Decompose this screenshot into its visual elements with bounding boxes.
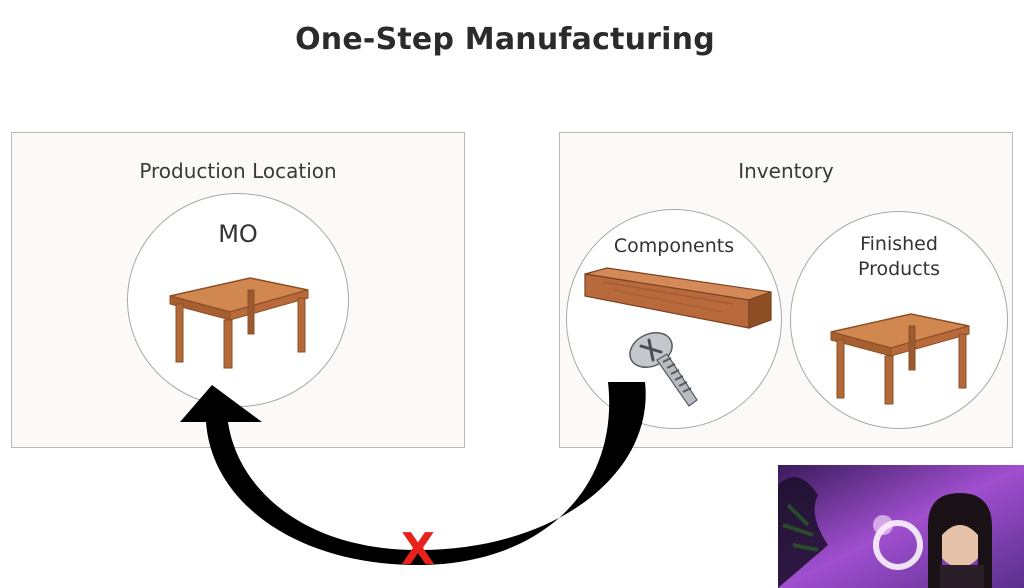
blocked-x-mark: X <box>401 524 435 575</box>
components-label: Components <box>613 235 735 257</box>
production-location-panel: Production Location MO <box>11 132 465 448</box>
finished-products-circle: Finished Products <box>790 211 1008 429</box>
finished-products-label-line1: Finished <box>860 233 938 255</box>
presenter-webcam <box>778 465 1024 588</box>
production-location-label: Production Location <box>139 159 337 183</box>
finished-table-icon <box>830 313 970 405</box>
inventory-panel: Inventory Components Finished Products <box>559 132 1013 448</box>
page-title: One-Step Manufacturing <box>295 22 715 57</box>
wood-plank-icon <box>584 267 772 329</box>
curved-arrow-icon <box>180 382 646 565</box>
mo-label: MO <box>218 220 258 248</box>
finished-products-label-line2: Products <box>857 258 941 280</box>
screw-icon <box>629 332 698 407</box>
components-circle: Components <box>566 209 782 429</box>
mo-circle: MO <box>127 193 349 407</box>
mo-table-icon <box>169 277 309 369</box>
inventory-label: Inventory <box>738 159 834 183</box>
